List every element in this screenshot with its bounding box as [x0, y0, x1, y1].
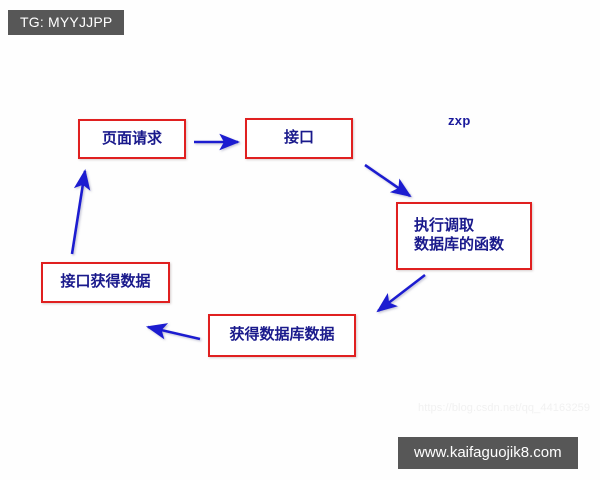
arrow-db-data-to-iface-data — [145, 323, 201, 341]
node-iface-data-label: 接口获得数据 — [60, 274, 151, 290]
arrow-iface-data-to-page-request — [70, 168, 91, 255]
arrow-interface-to-db-function — [364, 163, 412, 198]
node-iface-data: 接口获得数据 — [41, 262, 170, 303]
csdn-watermark: https://blog.csdn.net/qq_44163259 — [418, 402, 591, 414]
node-interface: 接口 — [245, 118, 353, 159]
node-interface-label: 接口 — [283, 130, 314, 146]
node-db-function: 执行调取 数据库的函数 — [396, 202, 532, 270]
node-db-data: 获得数据库数据 — [208, 314, 356, 357]
node-page-request: 页面请求 — [78, 119, 186, 159]
arrow-db-function-to-db-data — [376, 273, 426, 313]
node-db-function-label: 执行调取 数据库的函数 — [414, 218, 505, 253]
node-page-request-label: 页面请求 — [101, 130, 162, 147]
node-db-data-label: 获得数据库数据 — [229, 327, 335, 343]
telegram-banner: TG: MYYJJPP — [8, 10, 125, 35]
signature-zxp: zxp — [448, 113, 471, 128]
site-url-banner: www.kaifaguojik8.com — [398, 437, 578, 469]
